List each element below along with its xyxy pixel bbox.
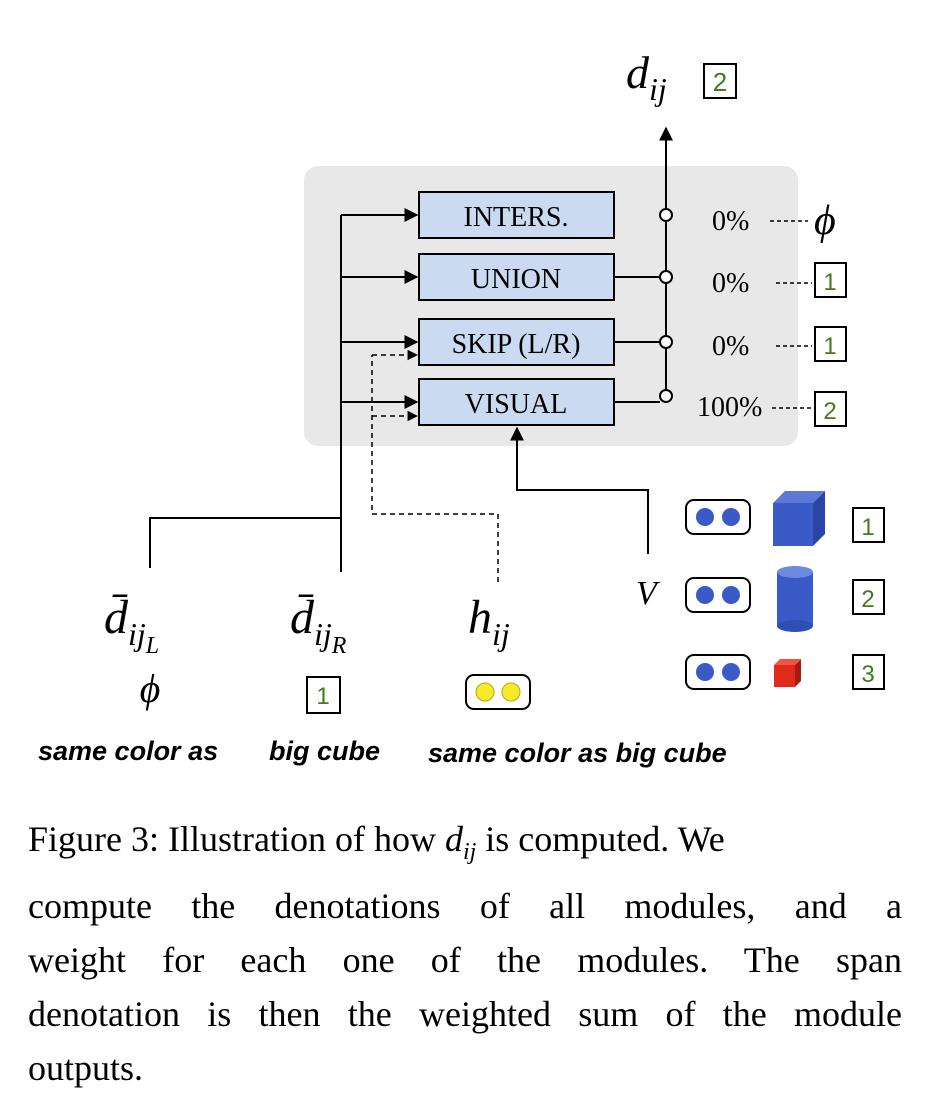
svg-text:1: 1 [823, 333, 836, 360]
token-dot [696, 586, 714, 604]
small-cube-icon [774, 659, 801, 687]
svg-text:SKIP (L/R): SKIP (L/R) [452, 329, 581, 360]
result-visual-box: 2 [814, 391, 847, 427]
module-inters: INTERS. [418, 191, 615, 239]
result-phi: ϕ [814, 198, 836, 244]
svg-text:2: 2 [861, 586, 874, 613]
caption-line-2: compute the denotations of all modules, … [28, 886, 902, 927]
phrase-hidden: same color as big cube [428, 738, 727, 768]
module-visual: VISUAL [418, 378, 615, 426]
result-union-box: 1 [814, 262, 847, 298]
token-dot [722, 586, 740, 604]
output-box: 2 [703, 63, 737, 99]
result-skip-box: 1 [814, 326, 847, 362]
visual-input-wiring [510, 426, 649, 554]
caption-math: dij [444, 819, 477, 866]
input-hidden-symbol: hij [468, 591, 510, 652]
token-dot [501, 682, 521, 702]
object-row-1: 1 [685, 491, 885, 546]
input-left-value: ϕ [140, 666, 161, 711]
output-symbol: dij [626, 47, 667, 107]
svg-text:2: 2 [713, 67, 727, 97]
svg-text:3: 3 [861, 661, 874, 688]
svg-text:1: 1 [316, 683, 329, 710]
figure-caption: Figure 3: Illustration of how dij is com… [28, 812, 902, 1095]
module-diagram: dij 2 INTERS. UNION SKIP (L/R) VISUAL 0%… [38, 47, 885, 768]
phrase-left: same color as [38, 736, 218, 766]
weight-union: 0% [712, 268, 749, 299]
input-left-symbol: d̄ijL [104, 591, 159, 659]
caption-line-1: Figure 3: Illustration of how dij is com… [28, 819, 725, 866]
token-dot [696, 508, 714, 526]
module-output-lines [614, 208, 673, 403]
module-union: UNION [418, 253, 615, 301]
token-dot [722, 508, 740, 526]
svg-text:1: 1 [823, 269, 836, 296]
object-row-2: 2 [685, 566, 885, 632]
svg-text:INTERS.: INTERS. [464, 202, 569, 233]
input-right-symbol: d̄ijR [290, 591, 347, 659]
caption-line-5: outputs. [28, 1048, 144, 1089]
cube-icon [773, 491, 825, 546]
visual-input-label: V [636, 575, 661, 612]
caption-line-4: denotation is then the weighted sum of t… [28, 994, 902, 1035]
input-right-value-box: 1 [306, 676, 341, 714]
weight-skip: 0% [712, 331, 749, 362]
caption-line-3: weight for each one of the modules. The … [28, 940, 902, 981]
token-dot [475, 682, 495, 702]
weight-inters: 0% [712, 206, 749, 237]
cylinder-icon [777, 566, 813, 632]
phrase-right: big cube [269, 736, 380, 766]
token-dot [696, 663, 714, 681]
weight-visual: 100% [697, 392, 762, 423]
hidden-wiring [371, 349, 499, 582]
svg-text:1: 1 [861, 514, 874, 541]
object-row-3: 3 [685, 654, 885, 690]
svg-text:VISUAL: VISUAL [465, 389, 568, 420]
result-leaders [770, 220, 812, 409]
svg-text:UNION: UNION [471, 264, 561, 295]
hidden-token [465, 674, 531, 710]
module-skip: SKIP (L/R) [418, 318, 615, 366]
input-wiring [149, 208, 419, 572]
svg-text:2: 2 [823, 398, 836, 425]
token-dot [722, 663, 740, 681]
